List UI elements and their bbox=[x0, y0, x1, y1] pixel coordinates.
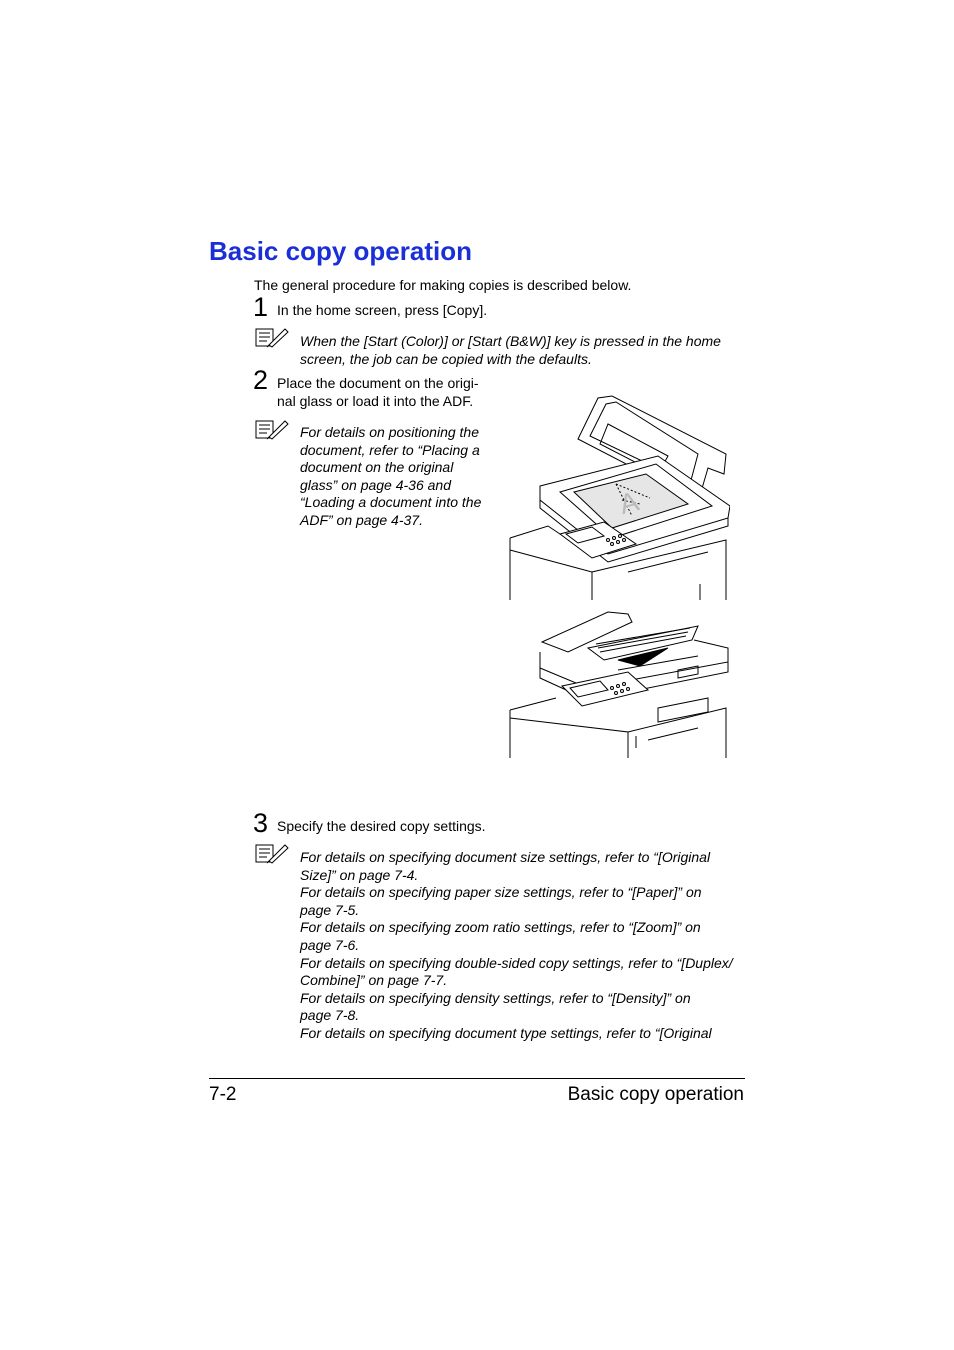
note-text: For details on specifying document size … bbox=[300, 849, 733, 1043]
printer-adf-illustration bbox=[509, 611, 729, 758]
step-number: 1 bbox=[253, 292, 269, 322]
note-line: page 7-5. bbox=[300, 901, 360, 918]
note-line: page 7-6. bbox=[300, 936, 360, 953]
note-icon bbox=[255, 420, 289, 440]
note-line: Size]” on page 7-4. bbox=[300, 866, 419, 883]
step-number: 3 bbox=[253, 808, 269, 838]
note-line: Combine]” on page 7-7. bbox=[300, 972, 448, 989]
note-line: document on the original bbox=[300, 459, 454, 476]
intro-text: The general procedure for making copies … bbox=[254, 277, 632, 293]
page-title: Basic copy operation bbox=[209, 236, 472, 266]
note-line: For details on specifying density settin… bbox=[300, 989, 691, 1006]
note-line: page 7-8. bbox=[300, 1007, 360, 1024]
step-text: In the home screen, press [Copy]. bbox=[277, 302, 488, 318]
printer-glass-illustration: A bbox=[509, 395, 730, 600]
note-line: For details on specifying document size … bbox=[300, 849, 711, 865]
note-line: document, refer to “Placing a bbox=[300, 441, 480, 458]
note-line: ADF” on page 4-37. bbox=[300, 511, 423, 528]
note-line: glass” on page 4-36 and bbox=[300, 476, 451, 493]
step-text: Place the document on the origi- nal gla… bbox=[277, 374, 479, 410]
footer-section-title: Basic copy operation bbox=[567, 1084, 744, 1105]
note-text: For details on positioning the document,… bbox=[300, 424, 481, 530]
note-line: “Loading a document into the bbox=[300, 494, 482, 511]
note-line: For details on specifying paper size set… bbox=[300, 884, 702, 901]
note-line: For details on specifying double-sided c… bbox=[300, 954, 733, 971]
step-text-line: Place the document on the origi- bbox=[277, 375, 479, 391]
note-line: For details on specifying document type … bbox=[300, 1024, 712, 1041]
step-text-line: nal glass or load it into the ADF. bbox=[277, 393, 474, 409]
footer-divider bbox=[209, 1078, 745, 1079]
note-icon bbox=[255, 328, 289, 348]
step-number: 2 bbox=[253, 365, 269, 395]
note-text: When the [Start (Color)] or [Start (B&W)… bbox=[300, 333, 721, 367]
note-line: For details on positioning the bbox=[300, 424, 479, 440]
note-line: For details on specifying zoom ratio set… bbox=[300, 919, 701, 936]
note-icon bbox=[255, 844, 289, 864]
page-number: 7-2 bbox=[209, 1084, 237, 1105]
step-text: Specify the desired copy settings. bbox=[277, 818, 486, 834]
